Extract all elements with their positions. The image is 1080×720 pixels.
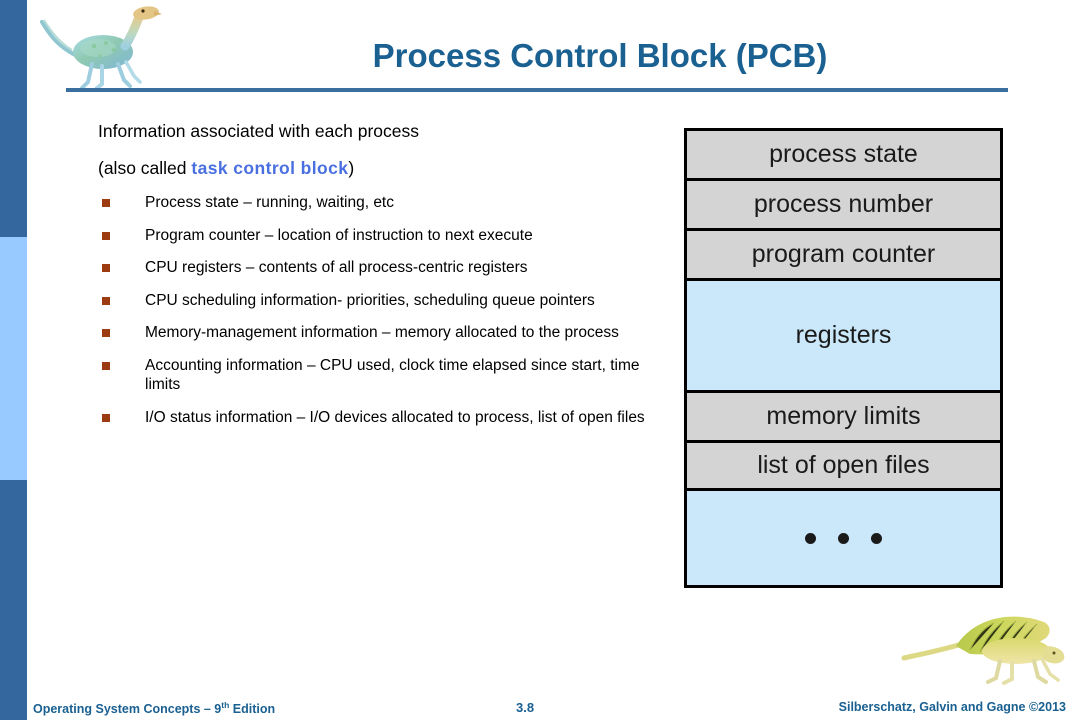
list-item: CPU registers – contents of all process-… bbox=[98, 258, 658, 278]
page-title: Process Control Block (PCB) bbox=[372, 37, 828, 74]
list-item-label: Program counter – location of instructio… bbox=[145, 226, 533, 244]
lead-line-1: Information associated with each process bbox=[98, 121, 419, 141]
pcb-row-ellipsis bbox=[687, 491, 1000, 585]
bullet-square-icon bbox=[102, 361, 110, 370]
lead-line-2: (also called task control block) bbox=[98, 157, 658, 179]
list-item: I/O status information – I/O devices all… bbox=[98, 408, 658, 428]
list-item-label: CPU scheduling information- priorities, … bbox=[145, 291, 595, 309]
content-column: Information associated with each process… bbox=[98, 120, 658, 440]
list-item-label: I/O status information – I/O devices all… bbox=[145, 408, 645, 426]
footer-edition-text: Edition bbox=[229, 702, 276, 717]
task-control-block-highlight: task control block bbox=[191, 158, 349, 178]
pcb-row-program-counter: program counter bbox=[687, 231, 1000, 281]
list-item: Program counter – location of instructio… bbox=[98, 226, 658, 246]
footer-book-title-text: Operating System Concepts – 9 bbox=[33, 702, 222, 717]
sidebar-stripe-top bbox=[0, 0, 27, 237]
lead-suffix: ) bbox=[348, 158, 355, 178]
footer-copyright: Silberschatz, Galvin and Gagne ©2013 bbox=[838, 700, 1066, 714]
pcb-diagram: process state process number program cou… bbox=[684, 128, 1003, 588]
list-item-label: CPU registers – contents of all process-… bbox=[145, 259, 528, 276]
list-item-label: Accounting information – CPU used, clock… bbox=[145, 356, 640, 394]
list-item: Accounting information – CPU used, clock… bbox=[98, 356, 658, 395]
dimetrodon-icon bbox=[901, 616, 1065, 685]
pcb-info-list: Process state – running, waiting, etc Pr… bbox=[98, 193, 658, 427]
pcb-row-list-of-open-files: list of open files bbox=[687, 443, 1000, 491]
title-divider bbox=[66, 88, 1008, 92]
footer-book-title: Operating System Concepts – 9th Edition bbox=[33, 700, 275, 716]
list-item: Process state – running, waiting, etc bbox=[98, 193, 658, 213]
list-item: Memory-management information – memory a… bbox=[98, 323, 658, 343]
pcb-row-process-state: process state bbox=[687, 131, 1000, 181]
sidebar-stripe-middle bbox=[0, 237, 27, 480]
bullet-square-icon bbox=[102, 296, 110, 305]
list-item: CPU scheduling information- priorities, … bbox=[98, 291, 658, 311]
sidebar-stripe-bottom bbox=[0, 480, 27, 720]
pcb-row-registers: registers bbox=[687, 281, 1000, 393]
lead-prefix: (also called bbox=[98, 158, 192, 178]
pcb-row-process-number: process number bbox=[687, 181, 1000, 231]
bullet-square-icon bbox=[102, 413, 110, 422]
bullet-square-icon bbox=[102, 329, 110, 337]
page-number: 3.8 bbox=[516, 700, 535, 715]
footer-edition-ordinal: th bbox=[221, 700, 230, 710]
pcb-row-memory-limits: memory limits bbox=[687, 393, 1000, 443]
dinosaur-icon bbox=[40, 6, 162, 90]
ellipsis-dots-icon bbox=[805, 532, 882, 544]
list-item-label: Process state – running, waiting, etc bbox=[145, 194, 394, 211]
bullet-square-icon bbox=[102, 199, 110, 207]
list-item-label: Memory-management information – memory a… bbox=[145, 324, 619, 341]
bullet-square-icon bbox=[102, 231, 110, 240]
bullet-square-icon bbox=[102, 264, 110, 272]
